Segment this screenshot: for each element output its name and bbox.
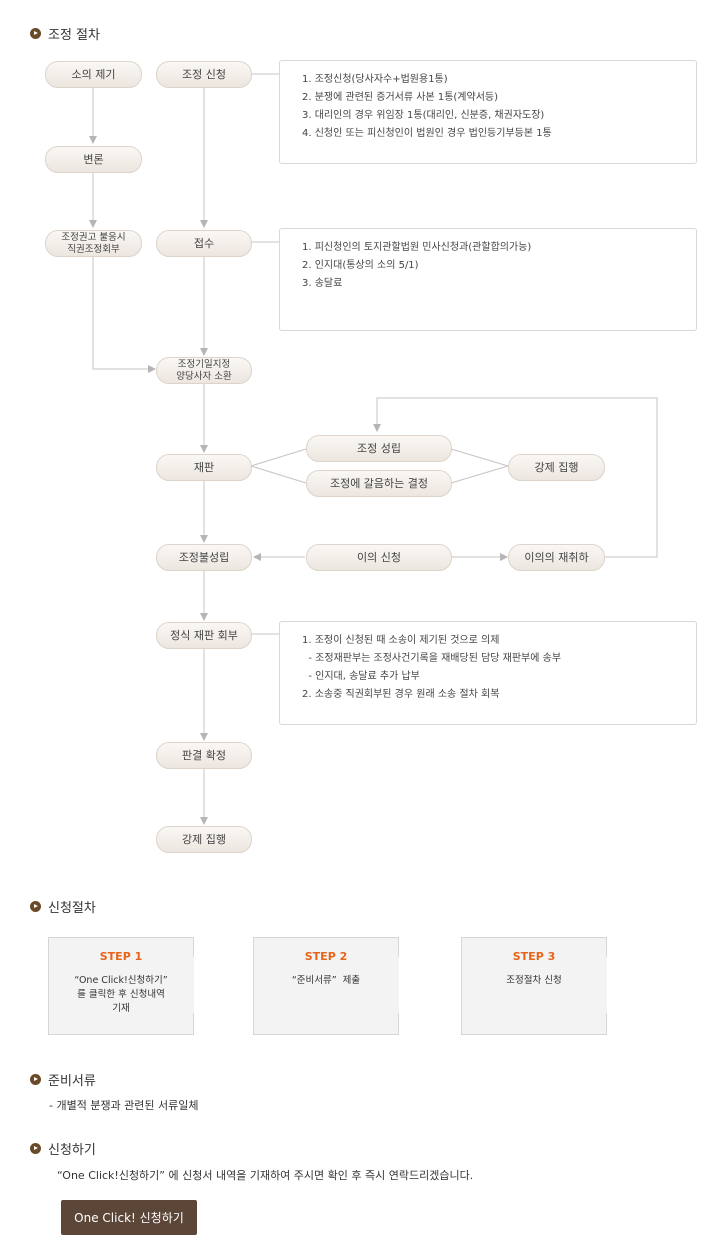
section-documents-title: 준비서류 <box>30 1070 96 1089</box>
note-formal: 1. 조정이 신청된 때 소송이 제기된 것으로 의제 - 조정재판부는 조정사… <box>279 621 697 725</box>
step-title: STEP 3 <box>512 950 556 963</box>
note-line: - 조정재판부는 조정사건기록을 재배당된 담당 재판부에 송부 <box>302 653 562 664</box>
note-line: 2. 소송중 직권회부된 경우 원래 소송 절차 회복 <box>302 689 500 700</box>
node-withdraw: 이의의 재취하 <box>508 544 605 571</box>
note-line: - 인지대, 송달료 추가 납부 <box>302 671 420 682</box>
node-success: 조정 성립 <box>306 435 452 462</box>
step-title: STEP 1 <box>99 950 143 963</box>
step-3: STEP 3 조정절차 신청 <box>461 937 607 1035</box>
node-formal: 정식 재판 회부 <box>156 622 252 649</box>
note-line: 1. 조정신청(당사자수+법원용1통) <box>302 74 448 85</box>
node-trial: 재판 <box>156 454 252 481</box>
note-receipt: 1. 피신청인의 토지관할법원 민사신청과(관할합의가능) 2. 인지대(통상의… <box>279 228 697 331</box>
flow-connectors <box>89 73 658 825</box>
node-recommend: 조정권고 불응시 직권조정회부 <box>45 230 142 257</box>
section-process-title: 조정 절차 <box>30 24 100 43</box>
note-line: 1. 피신청인의 토지관할법원 민사신청과(관할합의가능) <box>302 242 532 253</box>
node-apply: 조정 신청 <box>156 61 252 88</box>
section-title-text: 신청절차 <box>48 901 96 916</box>
node-answer: 변론 <box>45 146 142 173</box>
step-1: STEP 1 “One Click!신청하기” 를 클릭한 후 신청내역 기재 <box>48 937 194 1035</box>
node-objection: 이의 신청 <box>306 544 452 571</box>
node-fail: 조정불성립 <box>156 544 252 571</box>
bullet-icon <box>30 901 41 912</box>
step-2: STEP 2 “준비서류” 제출 <box>253 937 399 1035</box>
node-filing: 소의 제기 <box>45 61 142 88</box>
section-apply-process-title: 신청절차 <box>30 897 96 916</box>
section-title-text: 조정 절차 <box>48 28 100 43</box>
section-apply-title: 신청하기 <box>30 1139 96 1158</box>
note-line: 3. 대리인의 경우 위임장 1통(대리인, 신분증, 채권자도장) <box>302 110 545 121</box>
bullet-icon <box>30 28 41 39</box>
node-enforce-2: 강제 집행 <box>156 826 252 853</box>
documents-text: - 개별적 분쟁과 관련된 서류일체 <box>49 1099 199 1112</box>
note-apply: 1. 조정신청(당사자수+법원용1통) 2. 분쟁에 관련된 증거서류 사본 1… <box>279 60 697 164</box>
bullet-icon <box>30 1143 41 1154</box>
step-desc: 조정절차 신청 <box>506 975 562 986</box>
node-decision: 조정에 갈음하는 결정 <box>306 470 452 497</box>
node-receipt: 접수 <box>156 230 252 257</box>
note-line: 3. 송달료 <box>302 278 343 289</box>
step-box <box>48 937 194 1035</box>
section-title-text: 준비서류 <box>48 1074 96 1089</box>
node-enforce-1: 강제 집행 <box>508 454 605 481</box>
step-box <box>253 937 399 1035</box>
apply-text: “One Click!신청하기” 에 신청서 내역을 기재하여 주시면 확인 후… <box>57 1169 474 1182</box>
step-box <box>461 937 607 1035</box>
step-desc: “One Click!신청하기” 를 클릭한 후 신청내역 기재 <box>74 975 168 1014</box>
one-click-apply-button[interactable]: One Click! 신청하기 <box>61 1200 197 1235</box>
step-desc: “준비서류” 제출 <box>291 975 361 986</box>
step-title: STEP 2 <box>304 950 348 963</box>
node-date: 조정기일지정 양당사자 소환 <box>156 357 252 384</box>
note-line: 2. 분쟁에 관련된 증거서류 사본 1통(계약서등) <box>302 92 498 103</box>
node-judgment: 판결 확정 <box>156 742 252 769</box>
note-line: 2. 인지대(통상의 소의 5/1) <box>302 260 419 271</box>
note-line: 1. 조정이 신청된 때 소송이 제기된 것으로 의제 <box>302 635 500 646</box>
section-title-text: 신청하기 <box>48 1143 96 1158</box>
bullet-icon <box>30 1074 41 1085</box>
note-line: 4. 신청인 또는 피신청인이 법원인 경우 법인등기부등본 1통 <box>302 128 552 139</box>
